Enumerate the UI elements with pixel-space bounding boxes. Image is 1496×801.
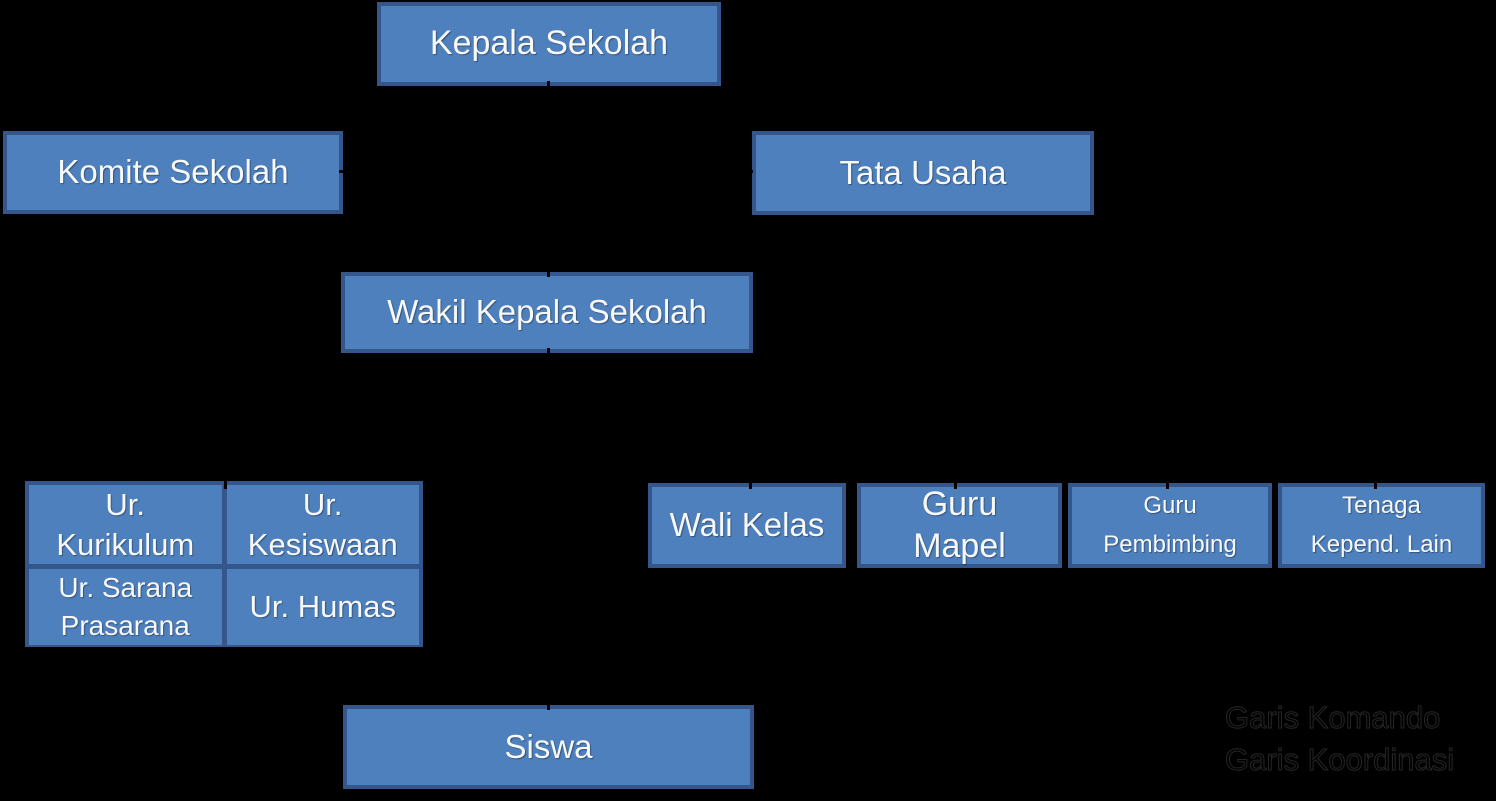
solid-line-icon xyxy=(1137,716,1212,719)
org-box-tata-usaha: Tata Usaha xyxy=(752,131,1094,215)
org-box-label: Wali Kelas xyxy=(669,506,825,544)
org-box-label: Komite Sekolah xyxy=(57,153,289,191)
connector-komite-to-tata-dashed xyxy=(339,170,759,173)
org-box-guru-pembimbing: Guru Pembimbing xyxy=(1068,483,1272,568)
org-box-ur-humas: Ur. Humas xyxy=(226,569,419,645)
org-box-label: Siswa xyxy=(504,727,593,765)
org-box-guru-mapel: Guru Mapel xyxy=(857,483,1062,568)
org-box-ur-kurikulum: Ur. Kurikulum xyxy=(29,485,222,565)
org-box-label: Tata Usaha xyxy=(839,153,1007,191)
ur-grid: Ur. Kurikulum Ur. Kesiswaan Ur. Sarana P… xyxy=(25,481,423,647)
legend-item-komando: Garis Komando xyxy=(1137,697,1454,739)
legend-label: Garis Komando xyxy=(1224,700,1441,736)
org-box-label: Tenaga Kepend. Lain xyxy=(1310,492,1453,558)
org-box-wakil-kepala-sekolah: Wakil Kepala Sekolah xyxy=(341,272,753,353)
connector-drop-wali-kelas xyxy=(749,455,752,489)
org-box-wali-kelas: Wali Kelas xyxy=(648,483,846,568)
org-box-kepala-sekolah: Kepala Sekolah xyxy=(377,2,721,86)
org-box-label: Guru Pembimbing xyxy=(1103,492,1237,558)
connector-drop-guru-pembimbing xyxy=(1166,455,1169,489)
connector-drop-guru-mapel xyxy=(954,455,957,489)
legend-item-koordinasi: Garis Koordinasi xyxy=(1137,739,1455,781)
org-box-label: Wakil Kepala Sekolah xyxy=(387,293,707,331)
org-box-ur-sarana-prasarana: Ur. Sarana Prasarana xyxy=(29,569,222,645)
connector-drop-ur-grid xyxy=(224,455,227,489)
connector-drop-siswa xyxy=(547,455,550,710)
dashed-line-icon xyxy=(1137,758,1212,761)
org-box-label: Ur. Sarana Prasarana xyxy=(58,572,193,642)
org-box-label: Ur. Kurikulum xyxy=(56,487,195,562)
connector-kepala-to-wakil xyxy=(547,81,550,277)
org-box-label: Ur. Humas xyxy=(249,589,396,625)
org-box-ur-kesiswaan: Ur. Kesiswaan xyxy=(226,485,419,565)
org-box-tenaga-kepend-lain: Tenaga Kepend. Lain xyxy=(1278,483,1485,568)
connector-drop-tenaga xyxy=(1374,455,1377,489)
connector-wakil-to-rail xyxy=(547,348,550,457)
connector-horizontal-rail xyxy=(224,455,1377,458)
org-box-komite-sekolah: Komite Sekolah xyxy=(3,131,343,214)
legend: Garis Komando Garis Koordinasi xyxy=(1137,697,1455,781)
org-box-label: Guru Mapel xyxy=(913,485,1006,565)
org-box-label: Ur. Kesiswaan xyxy=(247,487,398,562)
legend-label: Garis Koordinasi xyxy=(1224,742,1455,778)
org-box-label: Kepala Sekolah xyxy=(429,24,669,63)
org-box-siswa: Siswa xyxy=(343,705,754,789)
